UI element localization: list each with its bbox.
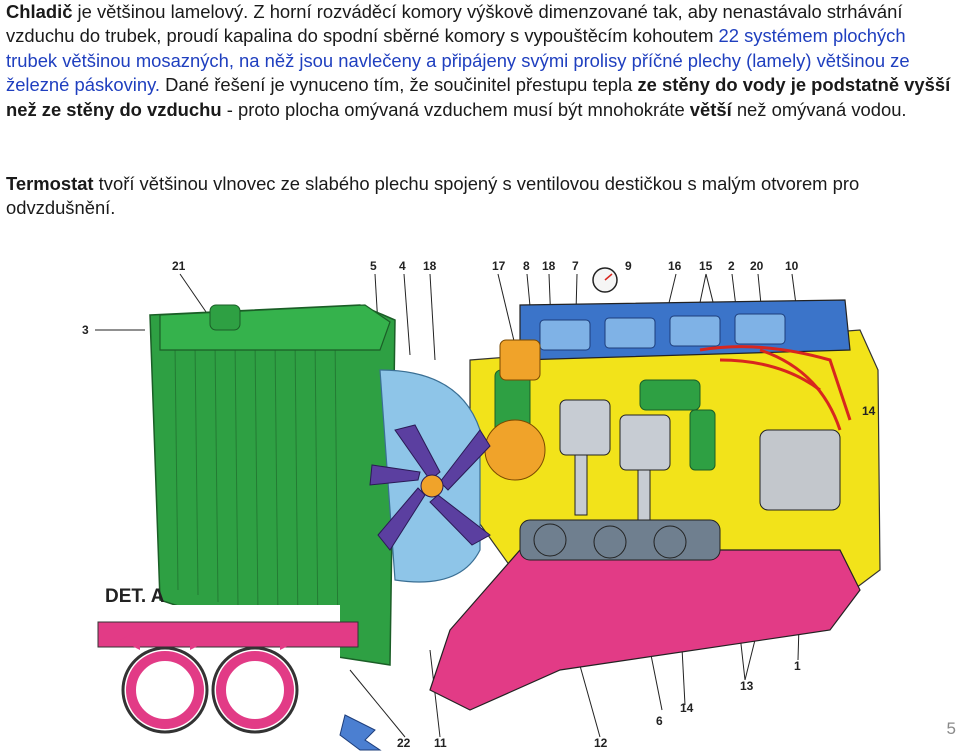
label-22: 22 (397, 736, 411, 750)
label-12: 12 (594, 736, 608, 750)
flow-arrow-icon (339, 714, 382, 751)
radiator-text-1: je většinou lamelový. Z horní rozváděcí … (6, 1, 903, 47)
radiator-fins (174, 333, 339, 647)
label-8: 8 (523, 259, 530, 273)
fuel-lines (699, 345, 852, 431)
label-17: 17 (492, 259, 506, 273)
pistons (559, 399, 671, 521)
part-labels: 21 5 4 18 17 8 18 7 9 16 15 2 20 10 14 2… (82, 259, 876, 750)
exhaust-manifold (429, 549, 861, 711)
radiator-text-3: - proto plocha omývaná vzduchem musí být… (221, 98, 690, 120)
detail-a-label: DET. A (105, 586, 165, 607)
label-6: 6 (656, 714, 663, 728)
radiator-text-2: Dané řešení je vynuceno tím, že součinit… (160, 74, 638, 96)
label-13: 13 (740, 679, 754, 693)
thermostat-text: tvoří většinou vlnovec ze slabého plechu… (6, 173, 860, 219)
radiator-text-4: než omývaná vodou. (731, 98, 907, 120)
label-10: 10 (785, 259, 799, 273)
detail-a: DET. A (90, 586, 359, 753)
label-21: 21 (172, 259, 186, 273)
radiator-emphasis-1: ze stěny do vody je podstatně vyšší než … (6, 74, 951, 120)
cooling-fan (369, 424, 491, 551)
radiator-cap (209, 304, 241, 331)
label-9: 9 (625, 259, 632, 273)
detail-arrows (120, 630, 300, 650)
label-11: 11 (434, 736, 447, 750)
radiator-term: Chladič (6, 1, 73, 22)
label-3: 3 (82, 323, 89, 337)
detail-tubes (121, 646, 299, 734)
page-number: 5 (946, 719, 956, 738)
label-14b: 14 (680, 701, 694, 715)
radiator-text-blue: 22 systémem plochých trubek většinou mos… (6, 25, 910, 96)
thermostat-term: Termostat (6, 173, 94, 194)
label-16: 16 (668, 259, 682, 273)
label-7: 7 (572, 259, 579, 273)
radiator-upper-tank (159, 304, 391, 351)
water-pump (484, 339, 546, 481)
detail-tubes-inner (126, 651, 294, 729)
label-2: 2 (728, 259, 735, 273)
label-18a: 18 (423, 259, 437, 273)
radiator-paragraph: Chladič je většinou lamelový. Z horní ro… (6, 0, 954, 122)
thermostat-paragraph: Termostat tvoří většinou vlnovec ze slab… (6, 172, 954, 221)
label-14a: 14 (862, 404, 876, 418)
label-15: 15 (699, 259, 713, 273)
injection-pump (759, 429, 841, 511)
label-18b: 18 (542, 259, 556, 273)
head-ports (539, 313, 786, 351)
engine-cooling-illustration: DET. A 21 5 4 18 17 8 18 7 9 16 15 2 20 … (82, 259, 881, 753)
label-1: 1 (794, 659, 801, 673)
radiator-emphasis-2: větší (689, 98, 732, 120)
label-4: 4 (399, 259, 406, 273)
label-20: 20 (750, 259, 764, 273)
label-5: 5 (370, 259, 377, 273)
crankshaft (519, 519, 721, 561)
